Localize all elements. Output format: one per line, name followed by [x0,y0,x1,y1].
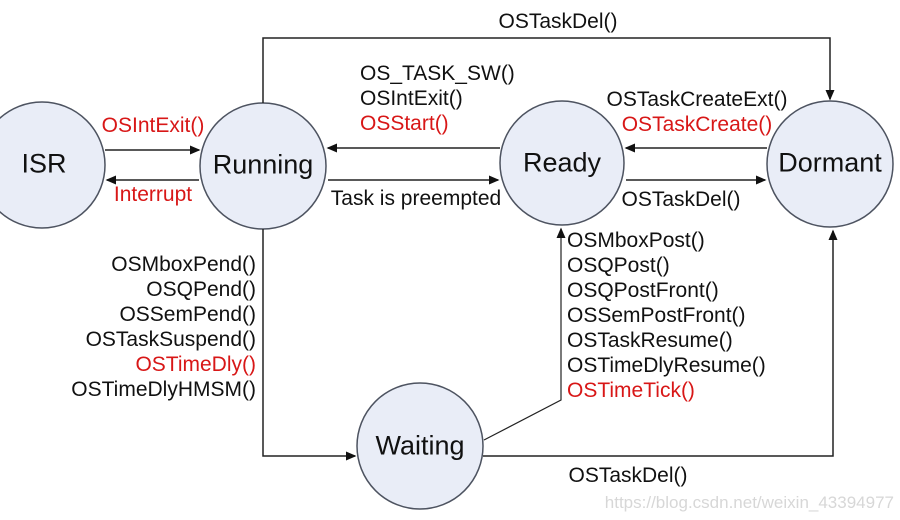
label-isr-to-running: OSIntExit() [101,114,205,137]
watermark-url: https://blog.csdn.net/weixin_43394977 [604,493,894,512]
label-os-task-create-ext: OSTaskCreateExt() [606,88,788,111]
label-os-time-dly: OSTimeDly() [135,353,256,376]
label-os-task-sw: OS_TASK_SW() [360,62,515,85]
label-running-to-dormant: OSTaskDel() [498,10,618,33]
label-os-task-create: OSTaskCreate() [621,113,773,136]
label-os-task-suspend: OSTaskSuspend() [85,328,256,351]
label-os-mbox-post: OSMboxPost() [567,229,705,252]
label-os-q-post-front: OSQPostFront() [567,279,719,302]
label-os-task-resume: OSTaskResume() [567,329,733,352]
label-os-start: OSStart() [360,112,449,135]
state-circle-ready [499,100,625,226]
state-label-running: Running [212,149,314,180]
label-running-to-isr: Interrupt [113,183,193,206]
label-os-mbox-pend: OSMboxPend() [111,253,256,276]
label-os-time-dly-hmsm: OSTimeDlyHMSM() [71,378,256,401]
state-circle-waiting [356,382,484,510]
label-os-int-exit: OSIntExit() [360,87,463,110]
label-group-dormant-to-ready: OSTaskCreateExt() OSTaskCreate() [607,87,788,137]
state-label-waiting: Waiting [375,430,465,461]
label-ready-to-dormant: OSTaskDel() [621,188,741,211]
arrow-waiting-to-dormant [483,229,838,457]
state-label-isr: ISR [21,148,67,179]
label-waiting-to-dormant: OSTaskDel() [568,464,688,487]
label-running-to-ready: Task is preempted [330,187,502,210]
arrow-waiting-to-ready [483,227,566,441]
label-os-sem-pend: OSSemPend() [119,303,256,326]
label-os-sem-post-front: OSSemPostFront() [567,304,746,327]
state-label-dormant: Dormant [778,147,882,178]
state-label-ready: Ready [522,147,602,178]
label-os-time-tick: OSTimeTick() [567,379,695,402]
state-circle-isr [0,101,106,229]
state-circle-dormant [766,100,894,228]
arrow-running-to-dormant [262,37,835,103]
label-os-q-pend: OSQPend() [146,278,256,301]
label-os-q-post: OSQPost() [567,254,670,277]
label-group-waiting-to-ready: OSMboxPost() OSQPost() OSQPostFront() OS… [567,228,766,403]
label-group-ready-to-running: OS_TASK_SW() OSIntExit() OSStart() [360,61,515,136]
label-group-running-to-waiting: OSMboxPend() OSQPend() OSSemPend() OSTas… [71,252,256,402]
arrow-running-to-waiting [262,229,357,461]
label-os-time-dly-resume: OSTimeDlyResume() [567,354,766,377]
